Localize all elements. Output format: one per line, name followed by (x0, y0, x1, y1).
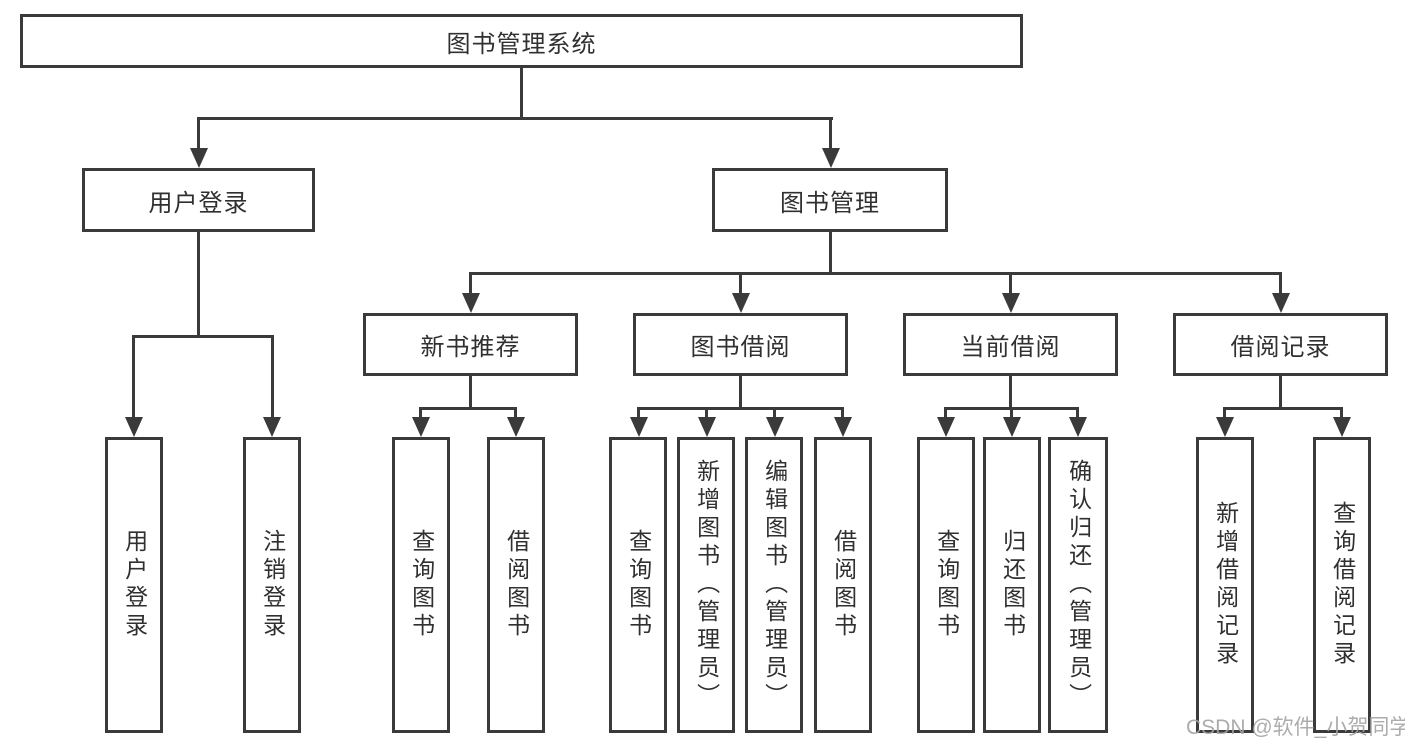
csdn-watermark: CSDN @软件_小贺同学 (1186, 716, 1405, 739)
connector-drop-current-return (1010, 407, 1013, 421)
connector-drop-newbook-borrow (514, 407, 517, 421)
leaf-newbook-borrow: 借阅图书 (487, 437, 545, 733)
connector-drop-current-confirm (1076, 407, 1079, 421)
arrow-borrow-records-icon (1272, 293, 1290, 313)
connector-user-login-horizontal (132, 335, 274, 338)
connector-drop-borrow-edit (773, 407, 776, 421)
arrow-leaf-user-login-icon (125, 417, 143, 437)
node-root-library-system: 图书管理系统 (20, 14, 1023, 68)
leaf-user-login-label: 用户登录 (121, 529, 148, 641)
arrow-user-login-icon (190, 148, 208, 168)
connector-new-book-horizontal (420, 407, 517, 410)
leaf-borrow-edit-admin-label: 编辑图书（管理员） (761, 459, 788, 711)
connector-drop-records-add (1223, 407, 1226, 421)
node-book-manage-label: 图书管理 (780, 189, 880, 217)
connector-root-horizontal (197, 117, 833, 120)
leaf-borrow-add-admin-label: 新增图书（管理员） (693, 459, 720, 711)
leaf-borrow-query: 查询图书 (609, 437, 667, 733)
connector-root-stem (520, 68, 523, 120)
leaf-logout: 注销登录 (243, 437, 301, 733)
arrow-book-borrow-icon (732, 293, 750, 313)
connector-user-login-stem (197, 232, 200, 338)
arrow-newbook-query-icon (412, 417, 430, 437)
arrow-leaf-logout-icon (263, 417, 281, 437)
arrow-borrow-add-icon (698, 417, 716, 437)
connector-drop-borrow-query (637, 407, 640, 421)
connector-borrow-records-horizontal (1224, 407, 1343, 410)
leaf-current-query-label: 查询图书 (933, 529, 960, 641)
leaf-borrow-borrow: 借阅图书 (814, 437, 872, 733)
leaf-borrow-edit-admin: 编辑图书（管理员） (745, 437, 803, 733)
connector-drop-records-query (1340, 407, 1343, 421)
connector-drop-newbook-query (419, 407, 422, 421)
node-current-borrow: 当前借阅 (903, 313, 1118, 376)
node-user-login-label: 用户登录 (148, 189, 249, 217)
node-current-borrow-label: 当前借阅 (960, 334, 1061, 361)
leaf-user-login: 用户登录 (105, 437, 163, 733)
arrow-borrow-edit-icon (766, 417, 784, 437)
connector-drop-current-query (944, 407, 947, 421)
connector-drop-leaf-logout (271, 335, 274, 419)
leaf-borrow-borrow-label: 借阅图书 (830, 529, 857, 641)
connector-drop-borrow-borrow (841, 407, 844, 421)
leaf-records-add: 新增借阅记录 (1196, 437, 1254, 733)
arrow-records-add-icon (1216, 417, 1234, 437)
leaf-current-query: 查询图书 (917, 437, 975, 733)
leaf-borrow-query-label: 查询图书 (625, 529, 652, 641)
arrow-new-book-icon (462, 293, 480, 313)
arrow-book-manage-icon (822, 148, 840, 168)
leaf-newbook-borrow-label: 借阅图书 (503, 529, 530, 641)
connector-borrow-records-stem (1279, 376, 1282, 410)
arrow-borrow-borrow-icon (834, 417, 852, 437)
node-new-book-label: 新书推荐 (420, 334, 521, 361)
node-root-label: 图书管理系统 (446, 30, 597, 58)
connector-current-borrow-stem (1009, 376, 1012, 410)
leaf-newbook-query: 查询图书 (392, 437, 450, 733)
arrow-current-borrow-icon (1002, 293, 1020, 313)
node-user-login: 用户登录 (82, 168, 315, 232)
node-book-manage: 图书管理 (712, 168, 948, 232)
connector-drop-borrow-add (705, 407, 708, 421)
node-book-borrow-label: 图书借阅 (690, 334, 791, 361)
connector-book-borrow-stem (739, 376, 742, 410)
leaf-borrow-add-admin: 新增图书（管理员） (677, 437, 735, 733)
connector-book-borrow-horizontal (637, 407, 844, 410)
node-new-book: 新书推荐 (363, 313, 578, 376)
arrow-borrow-query-icon (630, 417, 648, 437)
connector-level3-horizontal (469, 272, 1282, 275)
connector-drop-borrow-records (1279, 272, 1282, 295)
leaf-newbook-query-label: 查询图书 (408, 529, 435, 641)
node-book-borrow: 图书借阅 (633, 313, 848, 376)
leaf-records-query: 查询借阅记录 (1313, 437, 1371, 733)
leaf-current-confirm-admin-label: 确认归还（管理员） (1065, 459, 1092, 711)
connector-book-manage-stem (829, 232, 832, 275)
connector-new-book-stem (469, 376, 472, 410)
leaf-current-return: 归还图书 (983, 437, 1041, 733)
leaf-records-query-label: 查询借阅记录 (1329, 501, 1356, 669)
node-borrow-records: 借阅记录 (1173, 313, 1388, 376)
connector-drop-book-borrow (739, 272, 742, 295)
connector-drop-current-borrow (1009, 272, 1012, 295)
arrow-current-return-icon (1003, 417, 1021, 437)
leaf-logout-label: 注销登录 (259, 529, 286, 641)
leaf-current-return-label: 归还图书 (999, 529, 1026, 641)
arrow-records-query-icon (1333, 417, 1351, 437)
connector-drop-book-manage (829, 117, 832, 150)
connector-drop-new-book (469, 272, 472, 295)
arrow-current-query-icon (937, 417, 955, 437)
connector-drop-user-login (197, 117, 200, 150)
leaf-current-confirm-admin: 确认归还（管理员） (1048, 437, 1108, 733)
connector-drop-leaf-user-login (132, 335, 135, 419)
arrow-newbook-borrow-icon (507, 417, 525, 437)
node-borrow-records-label: 借阅记录 (1230, 334, 1331, 361)
arrow-current-confirm-icon (1069, 417, 1087, 437)
leaf-records-add-label: 新增借阅记录 (1212, 501, 1239, 669)
